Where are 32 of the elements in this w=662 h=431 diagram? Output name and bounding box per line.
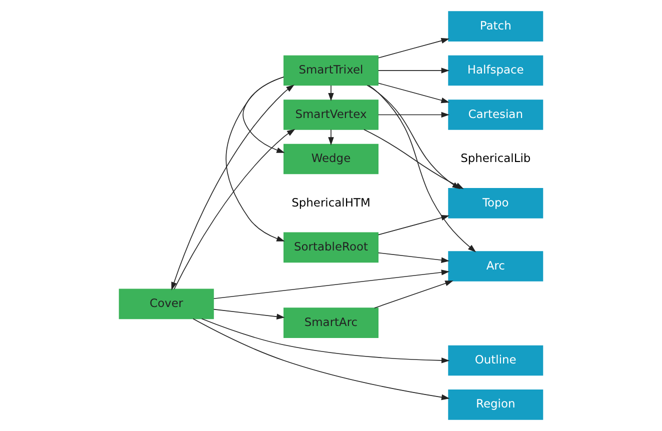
arrow	[201, 318, 450, 364]
arrow	[213, 308, 285, 320]
node-box: Patch	[448, 11, 544, 42]
arrow	[378, 38, 450, 58]
arrow	[378, 252, 450, 263]
node-box: Halfspace	[448, 55, 544, 86]
arrow	[378, 112, 450, 118]
arrow	[192, 318, 450, 400]
arrow	[328, 85, 334, 102]
arrow	[378, 68, 450, 74]
node-box: SmartTrixel	[284, 55, 378, 86]
arrow	[374, 280, 454, 308]
node-box: SortableRoot	[284, 232, 378, 263]
arrow	[174, 128, 296, 290]
node-box: SmartArc	[284, 308, 378, 338]
arrow	[242, 76, 285, 153]
arrow	[378, 82, 450, 104]
node-box: Cartesian	[448, 100, 544, 130]
node-box: Cover	[118, 288, 214, 320]
arrow	[171, 84, 294, 290]
node-box: Outline	[448, 345, 544, 376]
label: SphericalLib	[460, 151, 531, 166]
arrow	[328, 129, 334, 146]
arrow	[213, 270, 450, 300]
node-box: SmartVertex	[284, 100, 378, 130]
node-box: Wedge	[284, 144, 378, 174]
node-box: Arc	[448, 251, 544, 282]
node-box: Topo	[448, 188, 544, 218]
arrow	[226, 76, 285, 242]
arrow	[368, 84, 476, 252]
node-box: Region	[448, 390, 544, 420]
label: SphericalHTM	[292, 195, 370, 210]
